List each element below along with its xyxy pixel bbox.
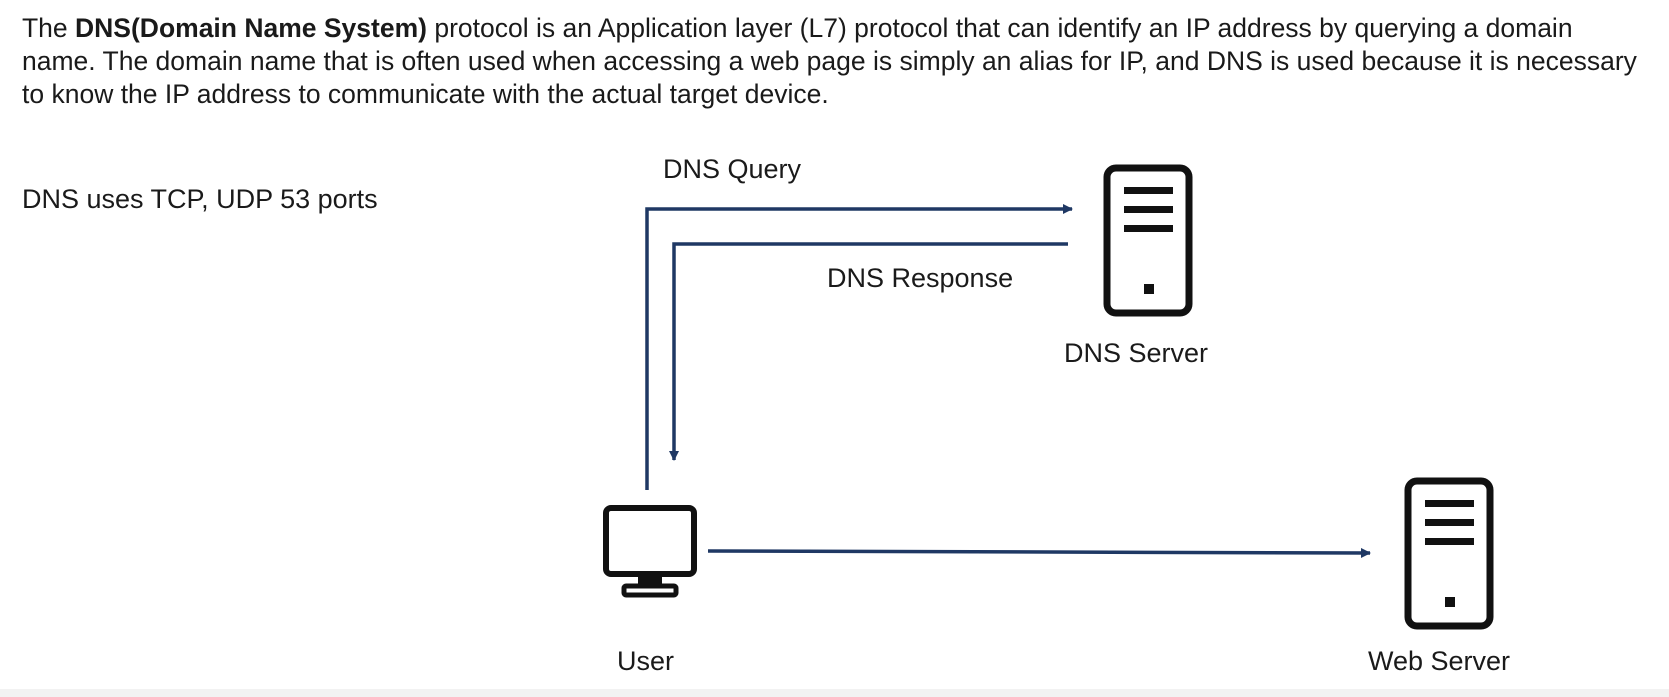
intro-paragraph: The DNS(Domain Name System) protocol is … (22, 12, 1652, 111)
bottom-strip (0, 689, 1669, 697)
dns-response-arrow (669, 242, 1068, 461)
dns-server-icon (1103, 164, 1193, 317)
dns-query-label: DNS Query (663, 154, 802, 184)
web-server-label: Web Server (1368, 646, 1511, 676)
dns-query-arrow (645, 204, 1073, 490)
port-note: DNS uses TCP, UDP 53 ports (22, 184, 378, 214)
intro-body: protocol is an Application layer (L7) pr… (22, 13, 1637, 109)
dns-server-label: DNS Server (1064, 338, 1209, 368)
user-label: User (617, 646, 675, 676)
dns-response-label: DNS Response (827, 263, 1014, 293)
user-monitor-icon (603, 505, 697, 598)
web-server-icon (1404, 477, 1494, 630)
web-request-arrow (707, 547, 1371, 558)
intro-prefix: The (22, 13, 76, 43)
intro-bold-term: DNS(Domain Name System) (75, 13, 427, 43)
